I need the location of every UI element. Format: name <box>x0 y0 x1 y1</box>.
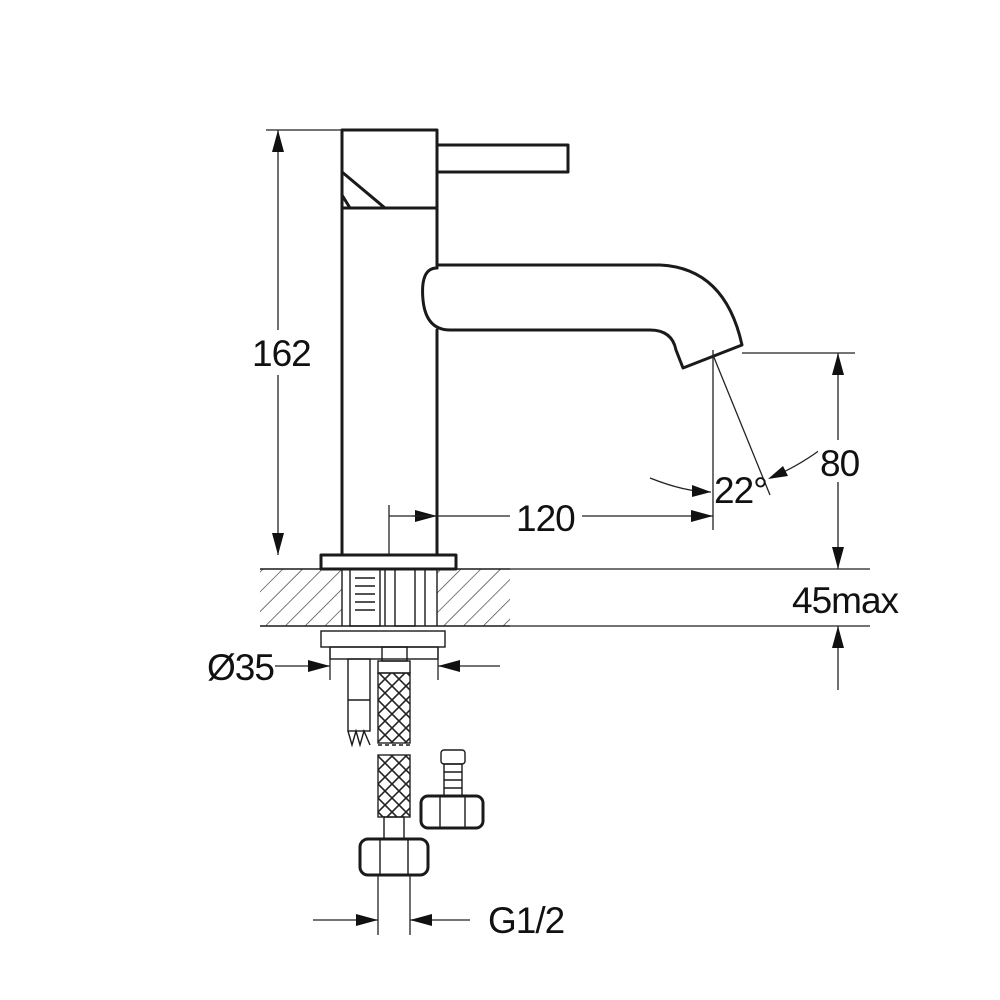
deck-thickness-label: 45max <box>792 580 900 621</box>
height-total-label: 162 <box>252 333 311 374</box>
dimension-hole-diameter <box>275 647 500 680</box>
dimension-deck-thickness <box>510 568 870 690</box>
handle-lever <box>435 143 570 174</box>
fixing-washer <box>320 630 446 648</box>
fixing-stud <box>347 658 371 732</box>
braided-hose-upper <box>377 672 411 744</box>
spout-reach-label: 120 <box>516 498 575 539</box>
connection-label: G1/2 <box>488 900 564 941</box>
threaded-shank <box>349 568 381 627</box>
dimension-spout-angle <box>649 449 821 497</box>
dimension-spout-reach <box>388 495 713 555</box>
spout <box>421 263 744 370</box>
braided-hose-lower <box>377 754 411 818</box>
spout-angle-label: 22° <box>714 470 767 511</box>
base-flange <box>319 553 458 571</box>
hose-nut <box>358 837 430 877</box>
dimension-height-total <box>250 129 342 555</box>
countertop-section <box>260 568 510 627</box>
hole-diameter-label: Ø35 <box>207 647 274 688</box>
dimension-connection <box>313 875 470 935</box>
handle-cap <box>340 128 439 210</box>
hose-nut-2 <box>419 794 485 830</box>
outlet-angle-line <box>712 354 771 496</box>
spout-height-label: 80 <box>820 443 860 484</box>
dimension-spout-height <box>742 352 864 569</box>
